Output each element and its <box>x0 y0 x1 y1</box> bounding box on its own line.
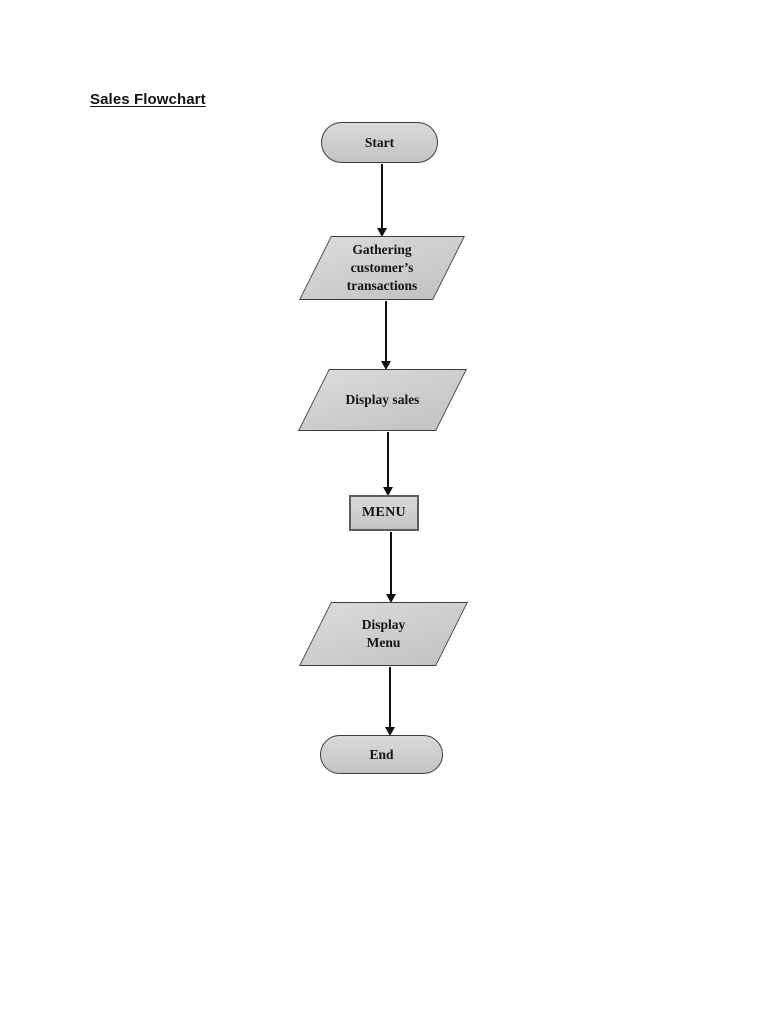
node-label-line: Start <box>364 134 395 150</box>
flowchart-node-menu: MENU <box>349 495 419 531</box>
node-display-sales-label: Display sales <box>298 369 467 431</box>
node-label-line: Menu <box>366 635 401 650</box>
node-label-line: End <box>369 746 394 762</box>
node-display-menu-label: Display Menu <box>299 602 468 666</box>
node-label-line: customer’s <box>350 260 414 275</box>
arrow-line <box>381 164 383 229</box>
node-label-line: Display <box>361 617 406 632</box>
arrow-display-menu-to-end <box>384 667 396 736</box>
node-menu-label: MENU <box>351 497 417 529</box>
arrow-line <box>385 301 387 362</box>
node-end-label: End <box>321 736 442 773</box>
arrow-line <box>389 667 391 728</box>
arrow-head-icon <box>386 594 396 603</box>
arrow-line <box>390 532 392 595</box>
arrow-line <box>387 432 389 488</box>
node-label-line: MENU <box>362 505 406 520</box>
flowchart-node-display-menu: Display Menu <box>298 602 468 666</box>
arrow-head-icon <box>385 727 395 736</box>
node-start-label: Start <box>322 123 437 162</box>
node-label-line: Display sales <box>345 392 420 407</box>
node-gathering-label: Gathering customer’s transactions <box>299 236 465 300</box>
flowchart-node-display-sales: Display sales <box>297 369 467 431</box>
node-label-line: Gathering <box>352 242 412 257</box>
flowchart-node-gathering-transactions: Gathering customer’s transactions <box>298 236 465 300</box>
document-title: Sales Flowchart <box>90 91 206 108</box>
arrow-display-sales-to-menu <box>382 432 394 496</box>
arrow-start-to-gathering <box>376 164 388 237</box>
arrow-gathering-to-display-sales <box>380 301 392 370</box>
arrow-head-icon <box>381 361 391 370</box>
node-label-line: transactions <box>346 278 418 293</box>
arrow-head-icon <box>377 228 387 237</box>
arrow-menu-to-display-menu <box>385 532 397 603</box>
arrow-head-icon <box>383 487 393 496</box>
flowchart-node-end: End <box>320 735 443 774</box>
flowchart-node-start: Start <box>321 122 438 163</box>
